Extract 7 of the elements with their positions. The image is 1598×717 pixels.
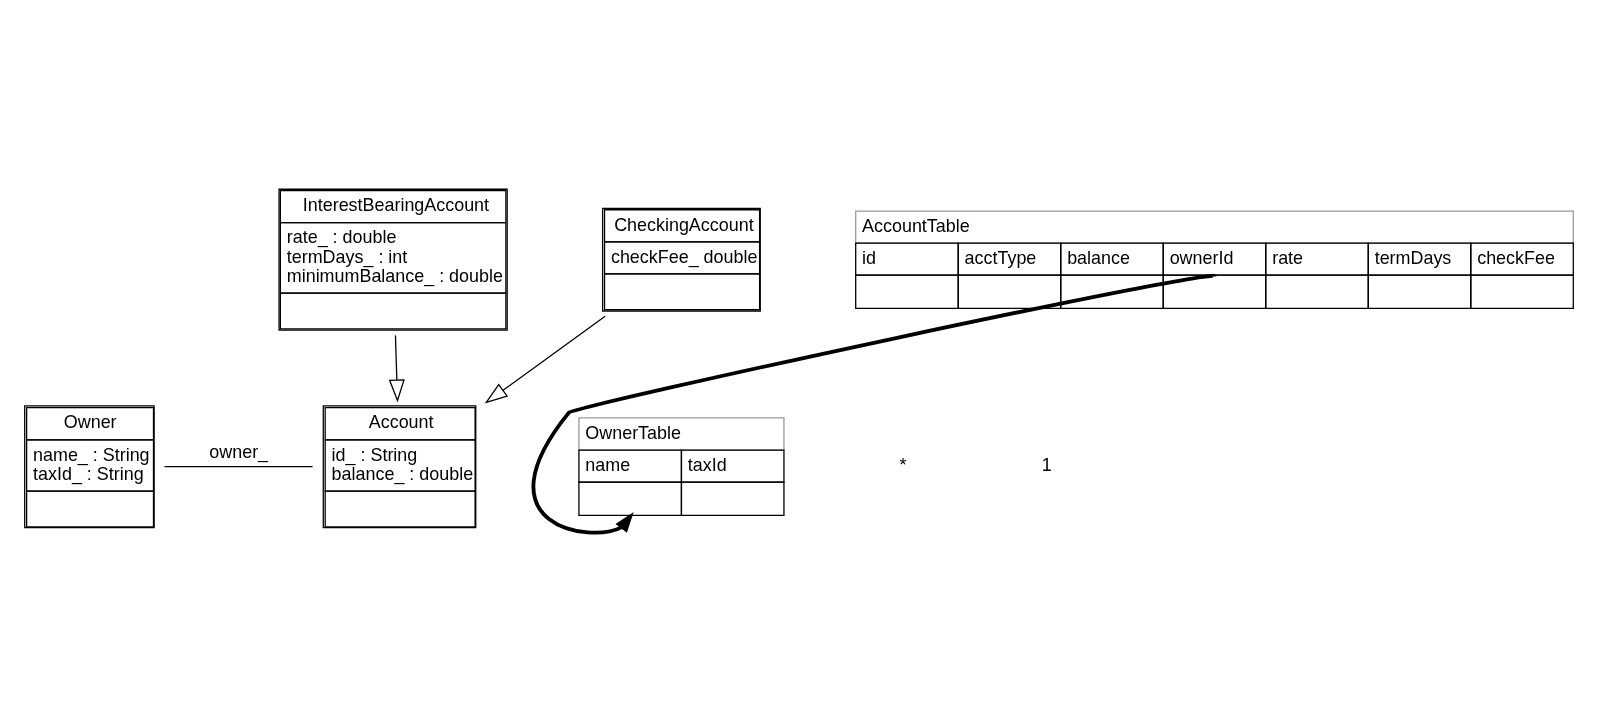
arrow bbox=[388, 334, 405, 403]
arrow bbox=[484, 315, 606, 404]
label: * bbox=[899, 455, 907, 476]
connector bbox=[163, 466, 314, 468]
edge-label: owner_ bbox=[209, 441, 269, 462]
arrow bbox=[531, 274, 1215, 535]
label: 1 bbox=[1041, 455, 1052, 476]
